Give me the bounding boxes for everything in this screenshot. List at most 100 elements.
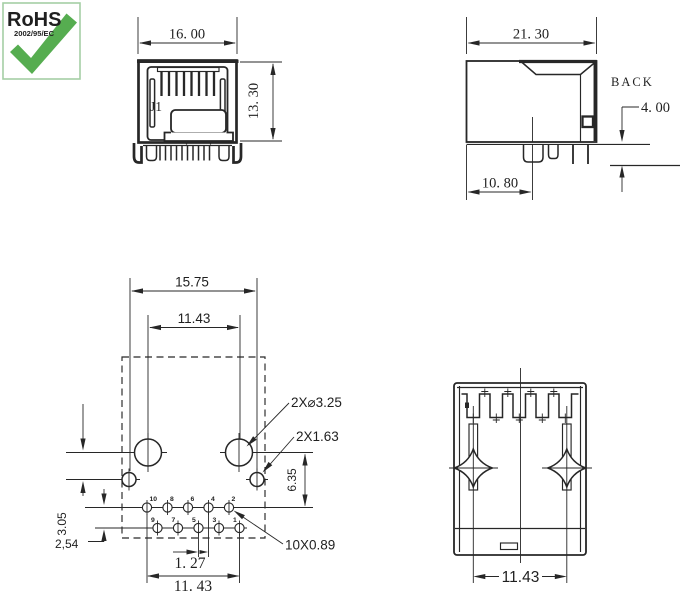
- fp-row-arrow-shaft2: [88, 532, 105, 542]
- rohs-badge: RoHS 2002/95/EC: [2, 2, 81, 80]
- front-left-slot: [149, 78, 156, 128]
- fp-post-hole-crosshairs: [128, 468, 258, 491]
- side-width-dim-label: 21. 30: [513, 27, 549, 43]
- bv-bottom-tab: [499, 542, 519, 551]
- fp-pad-span-extension-lines: [146, 514, 240, 583]
- rohs-checkmark-icon: [10, 13, 77, 74]
- front-wide-pin-left: [145, 145, 158, 162]
- arrowhead: [467, 40, 480, 46]
- side-back-label: BACK: [611, 75, 654, 89]
- front-latch-ticks: [185, 141, 212, 145]
- arrowhead: [519, 189, 532, 195]
- front-contact-fingers: [160, 71, 216, 96]
- front-contact-band: [156, 66, 220, 73]
- front-mount-leg-left: [132, 143, 143, 164]
- arrowhead: [186, 549, 198, 555]
- fp-hole-callout-label: 2X⌀3.25: [291, 395, 342, 410]
- front-latch: [170, 109, 227, 134]
- rohs-title: RoHS: [7, 9, 61, 31]
- pin-number: 10: [150, 496, 158, 503]
- fp-hole-callout-leader: [248, 402, 290, 445]
- fp-pad-callout-label: 10X0.89: [285, 538, 335, 553]
- side-view: 21. 30 BACK 4. 00 10. 80: [465, 17, 680, 200]
- fp-pad-row-bottom: 9 7 5 3 1: [151, 517, 245, 536]
- arrowhead: [101, 529, 107, 541]
- arrowhead: [246, 436, 257, 447]
- arrowhead: [302, 453, 308, 466]
- fp-col-pitch-label: 1. 27: [175, 555, 206, 572]
- arrowhead: [619, 130, 625, 142]
- arrowhead: [244, 288, 256, 294]
- arrowhead: [199, 550, 208, 554]
- arrowhead: [262, 461, 273, 473]
- bv-polarity-mark: [465, 402, 469, 408]
- arrowhead: [270, 63, 276, 75]
- arrowhead: [270, 128, 276, 140]
- arrowhead: [302, 494, 308, 507]
- arrowhead: [473, 574, 486, 580]
- arrowhead: [233, 510, 245, 520]
- fp-pad-crosshairs: [146, 500, 230, 515]
- pin-number: 1: [233, 517, 237, 524]
- front-designator-label: J1: [150, 99, 162, 114]
- arrowhead: [80, 438, 86, 451]
- fp-pad-callout-leader: [236, 512, 284, 545]
- bv-body-outline: [453, 382, 587, 556]
- fp-hole-span-label: 11.43: [178, 311, 211, 326]
- bv-post-crosshairs-v: [472, 406, 568, 583]
- pin-number: 8: [170, 496, 174, 503]
- arrowhead: [80, 481, 86, 493]
- pin-number: 3: [213, 517, 217, 524]
- fp-left-dim-label: 3.05: [55, 512, 69, 536]
- arrowhead: [131, 288, 143, 294]
- bv-valley-ticks: [472, 413, 566, 423]
- pin-number: 2: [232, 496, 236, 503]
- bottom-view: 11.43: [449, 368, 592, 586]
- arrowhead: [619, 165, 625, 178]
- bv-peak-ticks: [481, 388, 558, 397]
- pin-number: 5: [192, 517, 196, 524]
- fp-pad-row-top: 10 8 6 4 2: [141, 496, 236, 515]
- arrowhead: [149, 324, 161, 331]
- side-pins-straight: [572, 144, 589, 164]
- rohs-subtitle: 2002/95/EC: [14, 29, 55, 38]
- fp-post-span-label: 15.75: [175, 275, 209, 290]
- side-standoff-dim-label: 4. 00: [641, 100, 670, 116]
- bv-post-span-label: 11.43: [502, 569, 540, 586]
- front-view: 16. 00 J1 13. 30: [132, 17, 282, 164]
- fp-right-dim-label: 6.35: [285, 468, 299, 492]
- side-pin-offset-dim-label: 10. 80: [482, 176, 518, 192]
- side-body-thick-edge: [519, 59, 597, 141]
- arrowhead: [583, 40, 596, 46]
- fp-pad-crosshairs: [157, 520, 240, 536]
- side-standoff-leader: [621, 106, 639, 139]
- fp-col-pitch-extension-lines: [198, 513, 209, 557]
- side-post-hole: [581, 115, 595, 129]
- side-body-outline: [465, 60, 598, 143]
- front-latch-pedestal: [163, 131, 234, 142]
- bv-contact-comb: [461, 393, 579, 419]
- arrowhead: [139, 40, 151, 46]
- front-width-dim-label: 16. 00: [169, 27, 205, 43]
- front-mount-leg-right: [232, 143, 243, 164]
- pin-number: 9: [151, 517, 155, 524]
- fp-component-outline: [121, 356, 266, 539]
- arrowhead: [467, 189, 480, 195]
- front-wide-pin-right: [218, 145, 230, 162]
- arrowhead: [227, 324, 239, 331]
- fp-post-span-extension-lines: [129, 278, 258, 471]
- pin-number: 6: [191, 496, 195, 503]
- front-height-dim-label: 13. 30: [246, 83, 262, 119]
- front-width-extension-lines: [137, 17, 238, 54]
- front-height-extension-lines: [240, 61, 282, 142]
- side-top-notch: [520, 60, 596, 76]
- fp-mount-hole-crosshairs: [147, 433, 240, 472]
- side-pin-offset-extension-lines: [466, 144, 533, 200]
- footprint-view: 15.75 11.43 3.05 2,54: [55, 275, 342, 596]
- arrowhead: [147, 573, 159, 579]
- arrowhead: [227, 573, 240, 579]
- side-pin-wide: [522, 144, 544, 163]
- side-pin-narrow: [547, 144, 559, 160]
